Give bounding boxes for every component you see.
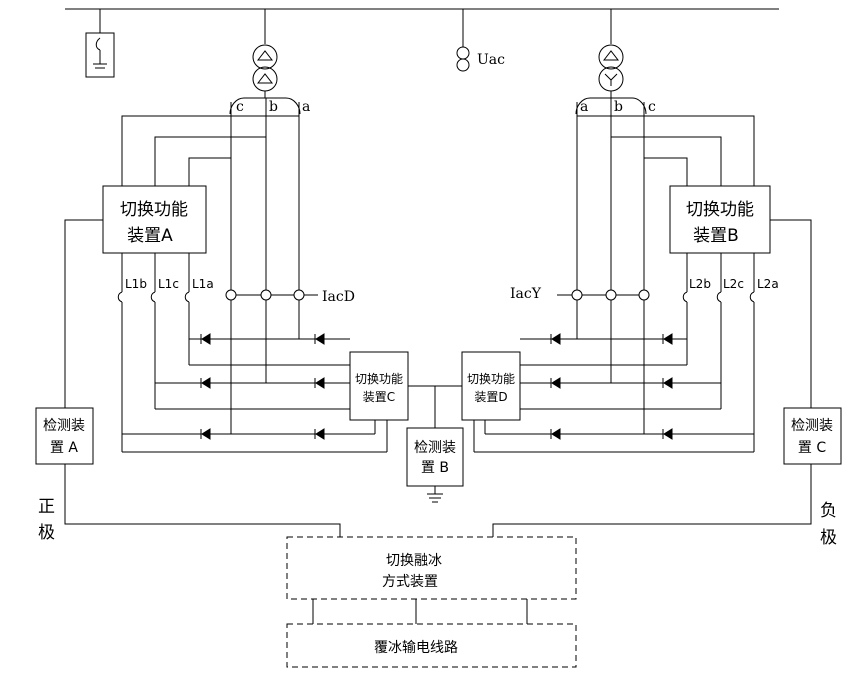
right-phase-a: a: [580, 99, 588, 115]
positive-pole-label-1: 正: [38, 497, 55, 517]
right-switch-outputs: [682, 253, 755, 452]
left-phase-c: c: [236, 99, 244, 115]
uac-voltage-transformer: [456, 9, 470, 72]
positive-pole-wire: [64, 464, 341, 537]
negative-pole-label-2: 极: [820, 528, 837, 548]
detect-a-line2: 置 A: [50, 440, 78, 456]
switch-device-d: [461, 351, 521, 421]
iacy-current-sensors: [557, 289, 650, 301]
left-switch-outputs: [117, 253, 190, 452]
switch-b-to-detect-c-wire: [770, 219, 812, 408]
switch-b-line2: 装置B: [693, 226, 739, 246]
switch-a-line1: 切换功能: [120, 200, 188, 220]
left-phase-b: b: [269, 99, 278, 115]
negative-pole-wire: [492, 464, 812, 537]
neutral-link: [408, 385, 462, 503]
left-switch-l1b: L1b: [125, 277, 147, 291]
right-switch-l2b: L2b: [689, 277, 711, 291]
switch-d-line2: 装置D: [474, 390, 507, 404]
switch-c-line2: 装置C: [363, 390, 395, 404]
right-phase-conductors: [576, 98, 755, 434]
negative-pole-label-1: 负: [820, 501, 837, 521]
detect-c-line1: 检测装: [791, 418, 833, 434]
positive-pole-label-2: 极: [38, 523, 55, 543]
right-phase-c: c: [648, 99, 656, 115]
right-phase-b: b: [614, 99, 623, 115]
iced-line-label: 覆冰输电线路: [374, 640, 458, 656]
switch-a-line2: 装置A: [127, 226, 173, 246]
iacd-label: IacD: [322, 289, 355, 305]
right-switch-l2c: L2c: [723, 277, 744, 291]
detect-b-line2: 置 B: [421, 460, 449, 476]
deicing-switch-line1: 切换融冰: [386, 552, 442, 569]
switch-b-line1: 切换功能: [686, 200, 754, 220]
detection-device-a: [35, 407, 94, 465]
detect-c-line2: 置 C: [798, 440, 826, 456]
detect-b-line1: 检测装: [414, 440, 456, 456]
detect-a-line1: 检测装: [43, 418, 85, 434]
iacy-label: IacY: [510, 286, 542, 302]
switch-device-a: [102, 185, 207, 254]
switch-d-line1: 切换功能: [467, 372, 515, 386]
left-transformer-delta: [229, 9, 301, 115]
detection-device-b: [406, 427, 464, 487]
left-switch-l1c: L1c: [158, 277, 179, 291]
switch-a-to-detect-a-wire: [64, 219, 103, 408]
uac-label: Uac: [477, 52, 505, 68]
bus-grounding-switch: [85, 9, 115, 78]
left-diode-bridge: [122, 333, 388, 453]
switch-device-c: [349, 351, 409, 421]
iacd-current-sensors: [225, 289, 318, 301]
right-diode-bridge: [473, 333, 754, 453]
iced-transmission-line: [286, 623, 577, 668]
right-switch-l2a: L2a: [757, 277, 779, 291]
deicing-mode-switch-device: [286, 536, 577, 600]
switch-c-line1: 切换功能: [355, 372, 403, 386]
left-switch-l1a: L1a: [192, 277, 214, 291]
left-phase-a: a: [302, 99, 310, 115]
deicing-to-line-connectors: [312, 599, 528, 624]
switch-device-b: [669, 185, 771, 254]
deicing-switch-line2: 方式装置: [382, 574, 438, 590]
detection-device-c: [783, 407, 842, 465]
